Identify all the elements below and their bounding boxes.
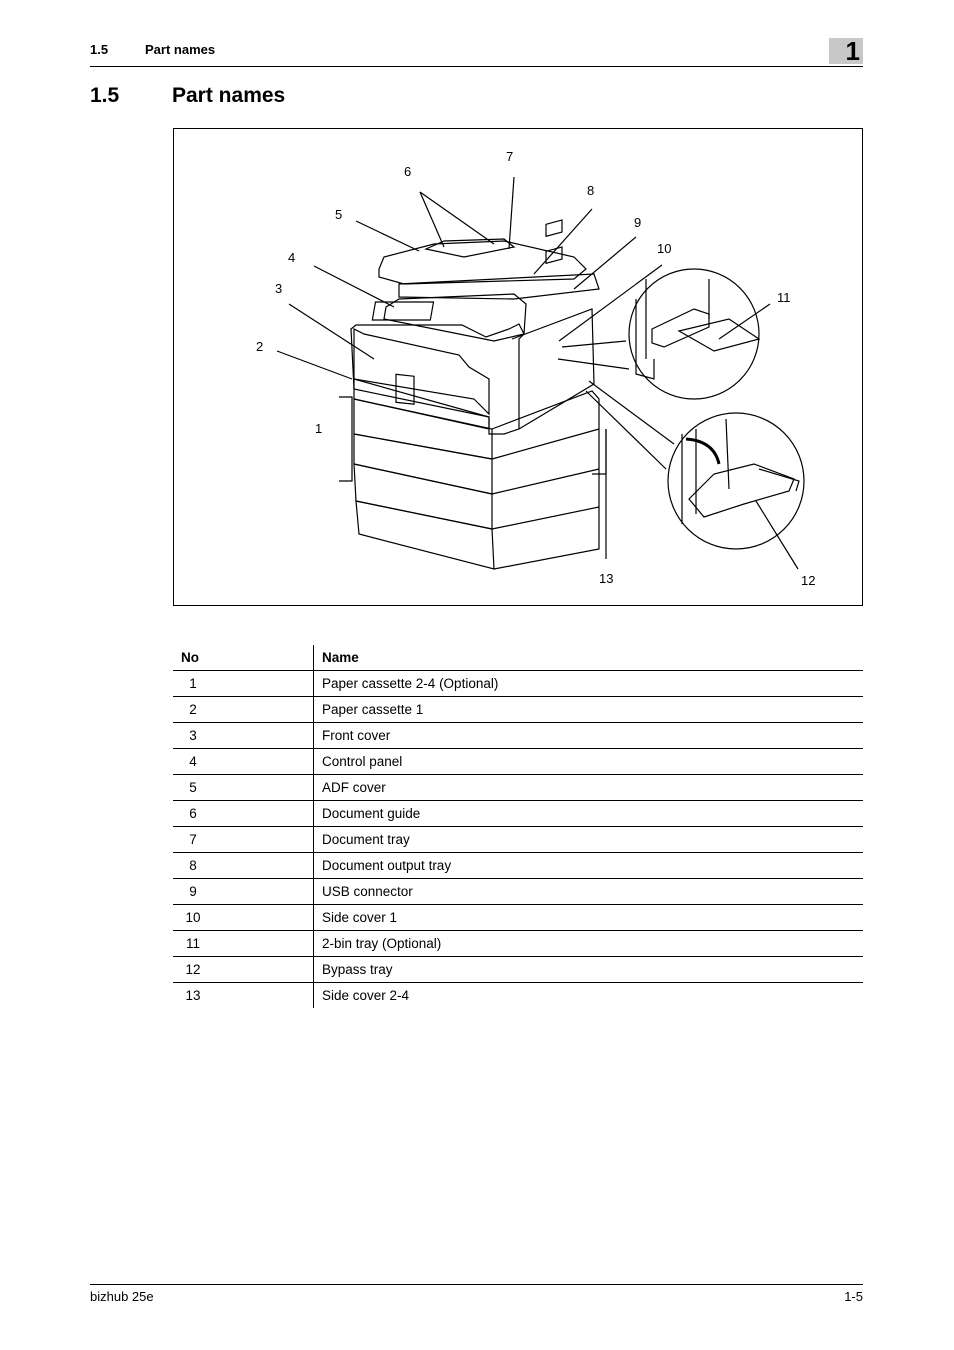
row-no: 13: [185, 988, 201, 1003]
row-name: Bypass tray: [313, 956, 863, 983]
column-header-name: Name: [313, 645, 863, 671]
row-no: 4: [189, 754, 197, 769]
chapter-tab: 1: [829, 38, 863, 64]
table-row: 13 Side cover 2-4: [173, 982, 863, 1008]
callout-5: 5: [335, 207, 342, 222]
row-no: 8: [189, 858, 197, 873]
page-title-number: 1.5: [90, 84, 120, 107]
table-row: 8 Document output tray: [173, 852, 863, 879]
row-no: 5: [189, 780, 197, 795]
detail-circle-bypass-tray: [667, 412, 805, 550]
part-names-table: No Name 1 Paper cassette 2-4 (Optional) 2…: [173, 645, 863, 1008]
cassette-1: [353, 378, 490, 430]
row-name: Side cover 1: [313, 904, 863, 931]
running-header: 1.5 Part names 1: [90, 38, 863, 67]
row-name: Paper cassette 1: [313, 696, 863, 723]
row-name: Document output tray: [313, 852, 863, 879]
cassette-5: [355, 500, 495, 570]
table-row: 5 ADF cover: [173, 774, 863, 801]
column-header-no: No: [173, 645, 314, 671]
row-name: Document guide: [313, 800, 863, 827]
row-name: ADF cover: [313, 774, 863, 801]
callout-3: 3: [275, 281, 282, 296]
row-no: 10: [185, 910, 201, 925]
callout-9: 9: [634, 215, 641, 230]
callout-12: 12: [801, 573, 815, 588]
row-no: 7: [189, 832, 197, 847]
table-row: 11 2-bin tray (Optional): [173, 930, 863, 957]
side-cover-1: [511, 308, 595, 430]
row-no: 9: [189, 884, 197, 899]
adf-unit: [378, 240, 587, 285]
running-footer: bizhub 25e 1-5: [90, 1284, 863, 1309]
callout-4: 4: [288, 250, 295, 265]
callout-13: 13: [599, 571, 613, 586]
bypass-arrow: [685, 437, 721, 465]
table-row: 10 Side cover 1: [173, 904, 863, 931]
row-no: 2: [189, 702, 197, 717]
row-no: 6: [189, 806, 197, 821]
header-section-title: Part names: [145, 42, 216, 57]
row-no: 11: [185, 936, 200, 951]
footer-product-name: bizhub 25e: [90, 1289, 154, 1304]
stack-right-side: [491, 390, 600, 570]
callout-6: 6: [404, 164, 411, 179]
table-row: 1 Paper cassette 2-4 (Optional): [173, 670, 863, 697]
table-row: 12 Bypass tray: [173, 956, 863, 983]
control-panel: [383, 293, 527, 342]
row-name: Document tray: [313, 826, 863, 853]
table-header-row: No Name: [173, 645, 863, 671]
table-row: 7 Document tray: [173, 826, 863, 853]
header-section-number: 1.5: [90, 42, 109, 57]
cassette-3: [353, 433, 493, 495]
page-title-text: Part names: [172, 84, 286, 107]
row-name: Paper cassette 2-4 (Optional): [313, 670, 863, 697]
table-row: 6 Document guide: [173, 800, 863, 827]
table-row: 9 USB connector: [173, 878, 863, 905]
row-name: 2-bin tray (Optional): [313, 930, 863, 957]
callout-2: 2: [256, 339, 263, 354]
front-cover-handle: [395, 373, 415, 405]
control-panel-screen: [371, 301, 435, 321]
row-no: 12: [185, 962, 201, 977]
scanner-unit: [398, 273, 600, 300]
footer-page-number: 1-5: [844, 1289, 863, 1304]
row-name: USB connector: [313, 878, 863, 905]
table-row: 2 Paper cassette 1: [173, 696, 863, 723]
row-no: 3: [189, 728, 197, 743]
callout-10: 10: [657, 241, 671, 256]
bracket-1: [339, 396, 353, 482]
callout-11: 11: [777, 290, 791, 305]
machine-illustration: 1 2 3 4 5 6 7 8 9 10 11 12 13: [256, 149, 815, 588]
row-name: Control panel: [313, 748, 863, 775]
callout-1: 1: [315, 421, 322, 436]
table-row: 3 Front cover: [173, 722, 863, 749]
cassette-4: [353, 463, 493, 530]
row-name: Front cover: [313, 722, 863, 749]
table-row: 4 Control panel: [173, 748, 863, 775]
cassette-2: [353, 398, 493, 460]
detail-circle-2bin-tray: [628, 268, 760, 400]
part-names-figure: 1 2 3 4 5 6 7 8 9 10 11 12 13: [173, 128, 863, 606]
row-name: Side cover 2-4: [322, 988, 410, 1003]
callout-7: 7: [506, 149, 513, 164]
front-cover-outline: [353, 328, 490, 416]
callout-8: 8: [587, 183, 594, 198]
row-no: 1: [189, 676, 197, 691]
